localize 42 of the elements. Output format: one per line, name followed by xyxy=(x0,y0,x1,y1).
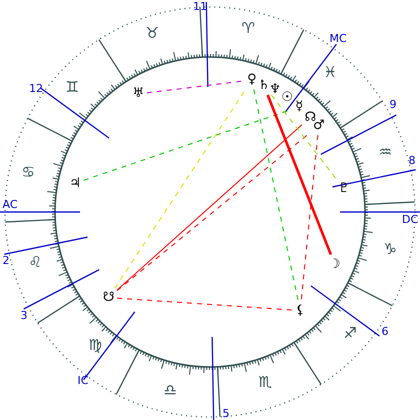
zodiac-sign-glyph: ♈ xyxy=(242,20,255,36)
planet-glyph: ⚸ xyxy=(294,303,307,318)
house-number: 2 xyxy=(2,254,10,266)
planet-glyph: ♀ xyxy=(245,72,258,88)
zodiac-sign-glyph: ♏ xyxy=(258,374,272,390)
aspect-line xyxy=(253,88,299,302)
aspect-line xyxy=(116,298,292,310)
house-number: 3 xyxy=(20,310,28,320)
zodiac-sign-glyph: ♊ xyxy=(66,80,79,94)
planet-glyph: ♇ xyxy=(337,181,350,196)
house-number: 9 xyxy=(390,98,396,110)
planet-glyph: ♆ xyxy=(268,82,282,97)
zodiac-sign-glyph: ♌ xyxy=(28,254,42,270)
planet-glyph: ♅ xyxy=(132,86,145,102)
angle-label: AC xyxy=(2,198,18,210)
house-number: 8 xyxy=(408,154,416,166)
angle-label: MC xyxy=(330,32,347,44)
zodiac-sign-glyph: ♍ xyxy=(88,338,102,352)
aspect-line xyxy=(114,88,246,289)
aspect-line xyxy=(266,94,332,256)
planet-glyph: ☽ xyxy=(328,256,342,272)
house-number: 11 xyxy=(193,0,207,12)
aspect-line xyxy=(270,94,338,180)
house-number: 12 xyxy=(29,82,43,94)
angle-label: IC xyxy=(78,374,88,386)
aspect-line xyxy=(300,134,318,302)
house-number: 6 xyxy=(382,326,388,336)
zodiac-sign-glyph: ♉ xyxy=(146,26,159,40)
planet-glyph: ♄ xyxy=(257,78,270,94)
planet-glyph: ☉ xyxy=(280,90,294,106)
zodiac-sign-glyph: ♋ xyxy=(22,164,35,180)
house-number: 5 xyxy=(222,408,230,418)
angle-label: DC xyxy=(402,214,418,224)
planet-glyph: ☋ xyxy=(102,290,116,306)
zodiac-sign-glyph: ♓ xyxy=(324,64,337,80)
zodiac-sign-glyph: ♐ xyxy=(344,326,357,340)
planet-glyph: ☿ xyxy=(292,99,306,114)
aspect-line xyxy=(146,80,244,94)
zodiac-sign-glyph: ♑ xyxy=(384,242,397,256)
zodiac-sign-glyph: ♒ xyxy=(378,144,392,160)
planet-glyph: ♃ xyxy=(68,176,82,191)
zodiac-sign-glyph: ♎ xyxy=(164,382,177,398)
